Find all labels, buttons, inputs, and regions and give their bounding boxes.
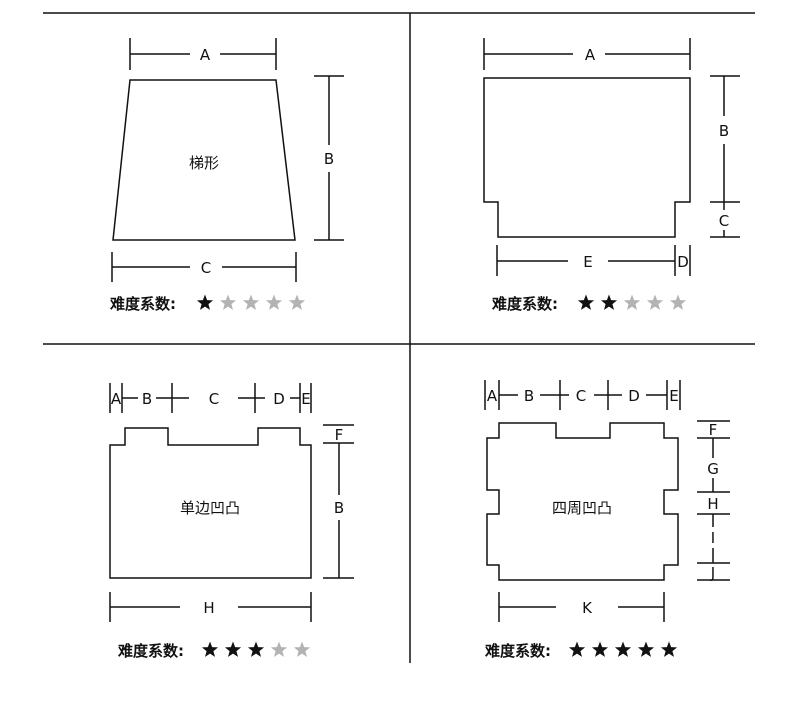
- star-filled-icon: [568, 641, 586, 657]
- star-empty-icon: [646, 294, 664, 310]
- star-filled-icon: [201, 641, 219, 657]
- star-filled-icon: [577, 294, 595, 310]
- dim-label-d: D: [677, 253, 689, 271]
- dim-label-b: B: [142, 390, 152, 408]
- difficulty-stars: [201, 641, 311, 657]
- dim-label-g: G: [707, 460, 719, 478]
- star-filled-icon: [637, 641, 655, 657]
- star-filled-icon: [591, 641, 609, 657]
- dim-label-c: C: [576, 387, 586, 405]
- dim-label-b: B: [324, 150, 334, 168]
- panel-trapezoid: [111, 38, 344, 282]
- dim-label-i: I: [711, 529, 715, 547]
- star-filled-icon: [660, 641, 678, 657]
- difficulty-label: 难度系数:: [491, 295, 558, 313]
- dim-label-a: A: [200, 46, 211, 64]
- panel-notched-rectangle: [483, 38, 740, 276]
- dim-label-f: F: [335, 426, 344, 444]
- star-empty-icon: [270, 641, 288, 657]
- star-empty-icon: [288, 294, 306, 310]
- trapezoid-shape: [112, 79, 296, 241]
- dim-label-a: A: [585, 46, 596, 64]
- all-around-bumps-shape: [486, 422, 679, 581]
- dim-label-a: A: [111, 390, 122, 408]
- dim-label-k: K: [582, 599, 593, 617]
- dim-label-b-vertical: B: [334, 499, 344, 517]
- dim-label-e: E: [301, 390, 310, 408]
- star-filled-icon: [196, 294, 214, 310]
- star-filled-icon: [614, 641, 632, 657]
- star-empty-icon: [219, 294, 237, 310]
- star-filled-icon: [224, 641, 242, 657]
- star-filled-icon: [600, 294, 618, 310]
- shape-name: 单边凹凸: [180, 499, 240, 517]
- shape-name: 梯形: [189, 154, 219, 172]
- dim-label-b: B: [524, 387, 534, 405]
- star-empty-icon: [265, 294, 283, 310]
- difficulty-stars: [568, 641, 678, 657]
- dim-label-a: A: [487, 387, 498, 405]
- dim-label-d: D: [628, 387, 640, 405]
- panel-all-around-bumps: [484, 380, 730, 622]
- dim-label-b: B: [719, 122, 729, 140]
- difficulty-label: 难度系数:: [117, 642, 184, 660]
- star-empty-icon: [242, 294, 260, 310]
- dim-label-c: C: [209, 390, 219, 408]
- shape-name: 四周凹凸: [552, 499, 612, 517]
- star-empty-icon: [293, 641, 311, 657]
- dim-label-h: H: [203, 599, 214, 617]
- difficulty-label: 难度系数:: [109, 295, 176, 313]
- dim-label-c: C: [719, 212, 729, 230]
- difficulty-stars: [196, 294, 306, 310]
- single-side-bumps-shape: [109, 427, 312, 579]
- dim-label-d: D: [273, 390, 285, 408]
- panel-single-side-bumps: [109, 383, 354, 622]
- star-filled-icon: [247, 641, 265, 657]
- dim-label-f: F: [709, 421, 718, 439]
- dim-label-e: E: [669, 387, 678, 405]
- notched-rectangle-shape: [483, 77, 691, 238]
- dim-label-c: C: [201, 259, 211, 277]
- dim-label-h: H: [707, 495, 718, 513]
- difficulty-stars: [577, 294, 687, 310]
- dim-label-e: E: [583, 253, 592, 271]
- star-empty-icon: [669, 294, 687, 310]
- dim-label-j: J: [710, 564, 715, 582]
- star-empty-icon: [623, 294, 641, 310]
- difficulty-label: 难度系数:: [484, 642, 551, 660]
